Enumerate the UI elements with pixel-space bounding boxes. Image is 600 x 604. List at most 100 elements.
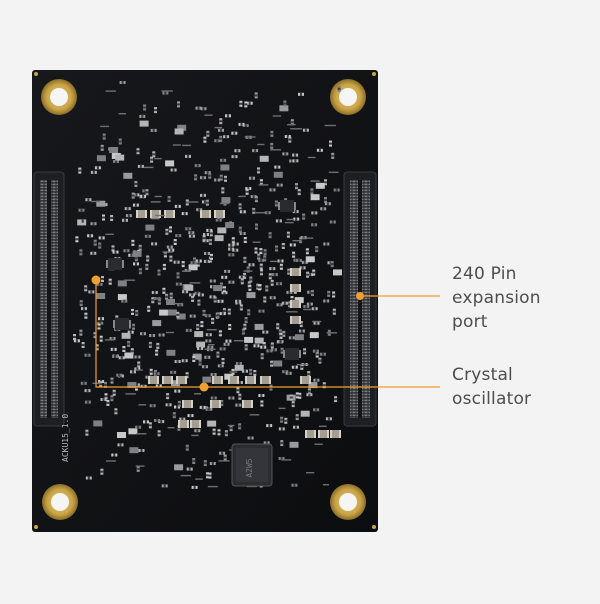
smd-part	[279, 265, 283, 268]
smd-part	[157, 271, 161, 274]
smd-part	[313, 307, 316, 311]
smd-part	[166, 395, 170, 398]
smd-part	[309, 376, 311, 384]
smd-part	[207, 485, 218, 488]
smd-part	[252, 209, 256, 212]
smd-part	[307, 390, 311, 393]
smd-part	[280, 200, 294, 212]
smd-part	[96, 166, 99, 170]
smd-part	[176, 389, 179, 393]
smd-part	[255, 225, 258, 228]
smd-part	[226, 269, 229, 273]
smd-part	[202, 193, 204, 197]
smd-part	[247, 311, 251, 314]
smd-part	[269, 376, 271, 384]
smd-part	[333, 269, 342, 276]
smd-part	[263, 298, 267, 301]
smd-part	[315, 321, 318, 325]
smd-part	[100, 125, 109, 128]
smd-part	[208, 228, 211, 232]
smd-part	[176, 376, 187, 384]
smd-part	[190, 420, 201, 428]
smd-part	[145, 191, 149, 194]
smd-part	[310, 180, 320, 182]
smd-part	[295, 185, 298, 188]
smd-part	[236, 149, 239, 153]
smd-part	[121, 332, 131, 339]
smd-part	[108, 258, 122, 270]
mounting-hole-top-left	[41, 79, 77, 115]
smd-part	[136, 210, 138, 218]
smd-part	[176, 405, 178, 409]
smd-part	[176, 376, 178, 384]
smd-part	[177, 124, 187, 131]
smd-part	[100, 236, 103, 240]
smd-part	[280, 442, 284, 445]
smd-part	[173, 210, 175, 218]
smd-part	[216, 314, 220, 317]
smd-part	[283, 102, 287, 105]
smd-part	[291, 403, 295, 406]
smd-part	[170, 248, 173, 252]
smd-part	[205, 201, 209, 204]
smd-part	[151, 404, 154, 408]
smd-part	[198, 361, 202, 364]
smd-part	[315, 408, 318, 412]
smd-part	[223, 291, 226, 295]
smd-part	[294, 334, 304, 341]
smd-part	[132, 325, 135, 328]
smd-part	[275, 247, 278, 250]
smd-part	[304, 128, 307, 132]
smd-part	[212, 285, 214, 289]
smd-part	[227, 310, 231, 313]
smd-part	[145, 210, 147, 218]
smd-part	[295, 416, 299, 419]
smd-part	[184, 290, 187, 294]
smd-part	[130, 253, 133, 257]
smd-part	[272, 115, 282, 117]
smd-part	[135, 262, 137, 266]
smd-part	[315, 248, 319, 251]
smd-part	[189, 414, 192, 418]
smd-part	[135, 193, 138, 197]
smd-part	[134, 183, 138, 185]
smd-part	[118, 113, 126, 115]
smd-part	[122, 348, 126, 350]
smd-part	[159, 309, 169, 316]
smd-part	[222, 158, 225, 162]
smd-part	[255, 344, 258, 348]
smd-part	[154, 157, 162, 160]
smd-part	[246, 292, 256, 299]
smd-part	[271, 296, 274, 300]
smd-part	[266, 211, 269, 215]
smd-part	[195, 478, 203, 480]
smd-part	[87, 476, 90, 480]
smd-part	[234, 242, 237, 246]
smd-part	[288, 290, 291, 294]
smd-part	[135, 383, 138, 387]
smd-part	[167, 309, 177, 316]
smd-part	[286, 218, 295, 221]
smd-part	[211, 462, 214, 465]
smd-part	[219, 364, 222, 368]
smd-part	[135, 312, 139, 314]
smd-part	[92, 251, 95, 255]
smd-part	[112, 347, 115, 351]
smd-part	[318, 430, 320, 438]
smd-part	[249, 278, 253, 281]
smd-part	[271, 267, 274, 271]
smd-part	[191, 293, 194, 297]
smd-part	[281, 245, 285, 247]
smd-part	[260, 402, 264, 405]
smd-part	[154, 195, 162, 198]
smd-part	[233, 131, 236, 135]
smd-part	[315, 378, 318, 382]
smd-part	[104, 339, 115, 341]
smd-part	[166, 299, 175, 305]
smd-part	[114, 410, 118, 413]
smd-part	[278, 202, 280, 210]
smd-part	[217, 218, 220, 222]
smd-part	[221, 197, 231, 204]
smd-part	[223, 456, 227, 459]
